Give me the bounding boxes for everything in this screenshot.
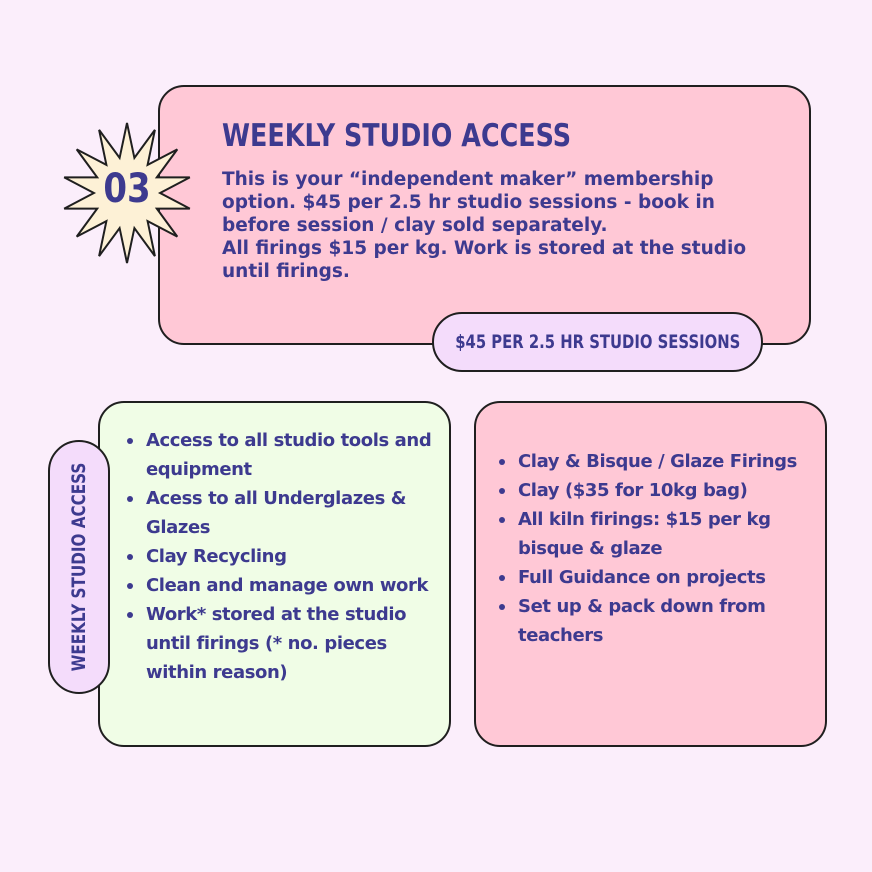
list-item: Acess to all Underglazes & Glazes — [124, 484, 434, 542]
description: This is your “independent maker” members… — [222, 168, 782, 283]
page-title: WEEKLY STUDIO ACCESS — [222, 118, 572, 154]
price-badge: $45 PER 2.5 HR STUDIO SESSIONS — [432, 312, 763, 372]
side-label-pill: WEEKLY STUDIO ACCESS — [48, 440, 110, 694]
list-item: Work* stored at the studio until firings… — [124, 600, 434, 687]
description-line: All firings $15 per kg. Work is stored a… — [222, 238, 747, 282]
included-list: Access to all studio tools and equipment… — [124, 426, 434, 687]
list-item: Clay & Bisque / Glaze Firings — [496, 447, 816, 476]
list-item: Set up & pack down from teachers — [496, 592, 816, 650]
list-item: Clean and manage own work — [124, 571, 434, 600]
starburst-icon — [63, 122, 191, 264]
side-label: WEEKLY STUDIO ACCESS — [68, 462, 90, 672]
description-line: This is your “independent maker” members… — [222, 169, 715, 236]
list-item: Access to all studio tools and equipment — [124, 426, 434, 484]
list-item: Full Guidance on projects — [496, 563, 816, 592]
section-number: 03 — [103, 166, 151, 212]
list-item: Clay ($35 for 10kg bag) — [496, 476, 816, 505]
list-item: All kiln firings: $15 per kg bisque & gl… — [496, 505, 816, 563]
included-card — [98, 401, 451, 747]
extras-list: Clay & Bisque / Glaze Firings Clay ($35 … — [496, 447, 816, 650]
header-card — [158, 85, 811, 345]
extras-card — [474, 401, 827, 747]
list-item: Clay Recycling — [124, 542, 434, 571]
price-label: $45 PER 2.5 HR STUDIO SESSIONS — [454, 331, 741, 353]
